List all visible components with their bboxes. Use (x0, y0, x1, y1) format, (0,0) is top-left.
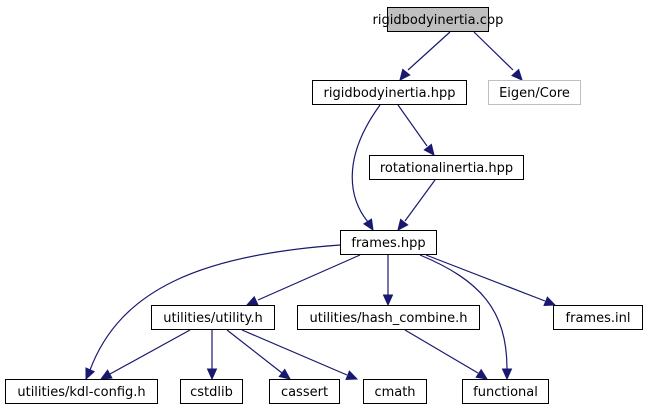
edge-utility-h-to-cmath (241, 329, 359, 380)
node-label: cmath (374, 385, 415, 400)
edge-frames-hpp-to-hash-combine-h (382, 255, 394, 307)
node-eigen-core[interactable]: Eigen/Core (488, 80, 581, 105)
node-cmath[interactable]: cmath (363, 379, 427, 404)
edge-line (89, 244, 341, 371)
arrowhead-icon (501, 368, 513, 381)
edge-rigidbodyinertia-hpp-to-rotationalinertia-hpp (397, 104, 435, 156)
arrowhead-icon (278, 368, 291, 380)
node-label: rigidbodyinertia.cpp (373, 13, 504, 28)
edge-hash-combine-h-to-functional (404, 329, 489, 380)
edge-line (473, 31, 514, 71)
edge-line (419, 254, 508, 370)
nodes-layer: rigidbodyinertia.cpp rigidbodyinertia.hp… (5, 7, 643, 404)
edge-utility-h-to-cstdlib (206, 330, 218, 381)
node-utilities-utility-h[interactable]: utilities/utility.h (151, 305, 275, 330)
node-label: cstdlib (190, 385, 233, 400)
arrowhead-icon (345, 370, 359, 380)
node-cstdlib[interactable]: cstdlib (180, 379, 243, 404)
node-label: Eigen/Core (499, 86, 570, 101)
arrowhead-icon (382, 294, 394, 307)
edge-line (397, 104, 428, 147)
arrowhead-icon (362, 218, 374, 232)
node-label: utilities/utility.h (163, 311, 263, 326)
node-frames-inl[interactable]: frames.inl (553, 305, 643, 330)
edge-line (241, 329, 348, 376)
arrowhead-icon (206, 368, 218, 381)
node-functional[interactable]: functional (462, 379, 549, 404)
edge-line (226, 329, 283, 374)
arrowhead-icon (397, 218, 409, 231)
node-label: rigidbodyinertia.hpp (324, 86, 456, 101)
edge-rigidbodyinertia-hpp-to-frames-hpp (351, 104, 381, 232)
node-utilities-hash-combine-h[interactable]: utilities/hash_combine.h (297, 305, 480, 330)
edge-line (109, 329, 191, 375)
edge-rigidbodyinertia-cpp-to-rigidbodyinertia-hpp (399, 31, 451, 81)
edges-layer (85, 31, 557, 381)
edge-line (351, 104, 381, 223)
edge-line (404, 329, 479, 374)
edge-frames-hpp-to-functional (419, 254, 513, 381)
edge-utility-h-to-cassert (226, 329, 291, 380)
edge-frames-hpp-to-kdl-config-h (85, 244, 341, 381)
node-rigidbodyinertia-hpp[interactable]: rigidbodyinertia.hpp (312, 80, 467, 105)
node-label: utilities/hash_combine.h (310, 311, 468, 326)
arrowhead-icon (543, 296, 557, 306)
arrowhead-icon (245, 295, 259, 306)
edge-utility-h-to-kdl-config-h (99, 329, 191, 380)
arrowhead-icon (511, 68, 523, 81)
node-cassert[interactable]: cassert (269, 379, 340, 404)
edge-frames-hpp-to-frames-inl (425, 254, 557, 306)
arrowhead-icon (423, 143, 435, 156)
node-label: frames.inl (566, 311, 631, 326)
edge-line (425, 254, 546, 302)
node-label: functional (473, 385, 538, 400)
node-rotationalinertia-hpp[interactable]: rotationalinertia.hpp (369, 155, 524, 180)
edge-rotationalinertia-hpp-to-frames-hpp (397, 179, 436, 231)
node-frames-hpp[interactable]: frames.hpp (340, 230, 437, 255)
arrowhead-icon (99, 369, 113, 380)
arrowhead-icon (399, 68, 411, 81)
edge-line (407, 31, 451, 71)
node-label: utilities/kdl-config.h (17, 385, 145, 400)
node-rigidbodyinertia-cpp[interactable]: rigidbodyinertia.cpp (373, 7, 504, 32)
edge-line (404, 179, 436, 222)
node-label: cassert (281, 385, 328, 400)
node-label: frames.hpp (351, 236, 425, 251)
arrowhead-icon (475, 368, 489, 380)
edge-rigidbodyinertia-cpp-to-eigen-core (473, 31, 523, 81)
node-label: rotationalinertia.hpp (380, 161, 513, 176)
node-utilities-kdl-config-h[interactable]: utilities/kdl-config.h (5, 379, 158, 404)
edge-frames-hpp-to-utility-h (245, 254, 361, 306)
edge-line (257, 254, 361, 301)
arrowhead-icon (85, 367, 96, 381)
